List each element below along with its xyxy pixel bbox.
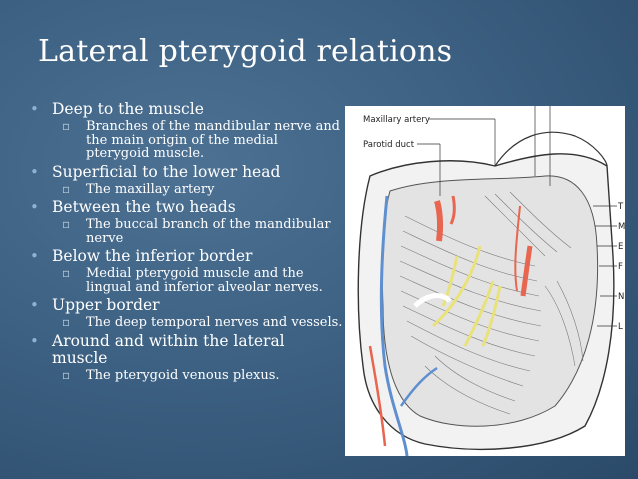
bullet-item: Around and within the lateral muscle [30, 332, 345, 367]
anatomy-figure: Maxillary artery Parotid duct T M E F N … [345, 106, 625, 456]
label-parotid-duct: Parotid duct [363, 140, 415, 150]
label-maxillary-artery: Maxillary artery [363, 115, 430, 125]
bullet-item: Upper border [30, 297, 345, 315]
bullet-list: Deep to the muscle Branches of the mandi… [30, 98, 345, 382]
artery-branch [449, 195, 456, 225]
sub-bullet-item: Branches of the mandibular nerve and the… [30, 120, 345, 161]
facial-artery [368, 345, 387, 447]
side-letter: L [618, 322, 623, 332]
bullet-item: Below the inferior border [30, 248, 345, 266]
nerves [431, 245, 502, 347]
vein-branch [399, 366, 438, 407]
side-letter: T [617, 202, 624, 212]
artery-branch [520, 245, 533, 297]
sub-bullet-item: The maxillay artery [30, 182, 345, 197]
side-letter: M [618, 222, 625, 232]
muscle-fibres [399, 191, 584, 415]
side-letter: N [618, 292, 624, 302]
bullet-item: Deep to the muscle [30, 101, 345, 119]
upper-rim [494, 131, 608, 167]
maxillary-artery [434, 200, 444, 242]
sub-bullet-item: The pterygoid venous plexus. [30, 368, 345, 383]
bullet-item: Between the two heads [30, 199, 345, 217]
sub-bullet-item: Medial pterygoid muscle and the lingual … [30, 267, 345, 294]
muscle-field [381, 175, 599, 427]
side-letter: E [618, 242, 623, 252]
vein [379, 195, 409, 456]
anatomy-illustration: Maxillary artery Parotid duct T M E F N … [345, 106, 625, 456]
slide-title: Lateral pterygoid relations [38, 34, 453, 69]
sub-bullet-item: The buccal branch of the mandibular nerv… [30, 218, 345, 245]
parotid-duct-shape [413, 293, 452, 308]
artery-branch [514, 205, 521, 292]
bullet-item: Superficial to the lower head [30, 163, 345, 181]
side-letter: F [618, 262, 623, 272]
sub-bullet-item: The deep temporal nerves and vessels. [30, 316, 345, 330]
leader-lines [417, 106, 617, 327]
